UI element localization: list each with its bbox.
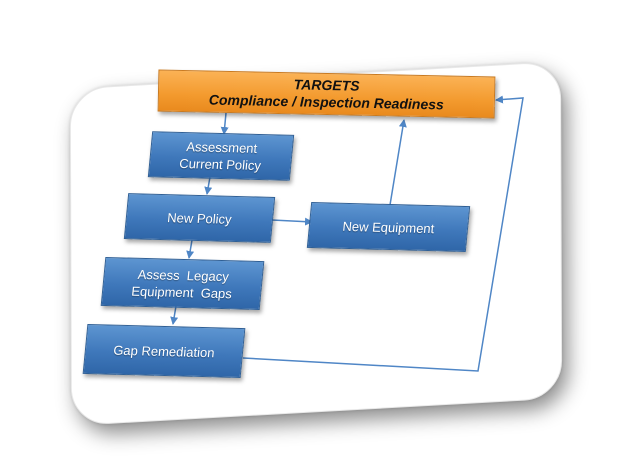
arrow-new-equipment-to-targets — [389, 119, 407, 206]
arrow-targets-to-assessment — [220, 112, 229, 135]
assess-legacy-line-2: Equipment Gaps — [130, 283, 233, 301]
gap-remediation-box: Gap Remediation — [82, 323, 246, 379]
new-equipment-label: New Equipment — [341, 218, 436, 236]
assessment-line-1: Assessment — [185, 139, 258, 156]
arrow-gap-remediation-loop-to-targets — [242, 95, 524, 372]
arrow-new-policy-to-assess-legacy — [186, 239, 195, 259]
gap-remediation-label: Gap Remediation — [112, 342, 216, 360]
new-policy-label: New Policy — [166, 209, 233, 227]
new-equipment-box: New Equipment — [306, 201, 471, 253]
arrow-assess-legacy-to-gap-remediation — [170, 305, 179, 325]
assessment-line-2: Current Policy — [178, 155, 262, 174]
new-policy-box: New Policy — [123, 193, 276, 243]
arrow-assessment-to-new-policy — [204, 176, 213, 195]
assess-legacy-equipment-gaps-box: Assess Legacy Equipment Gaps — [100, 256, 265, 311]
arrow-new-policy-to-new-equipment — [271, 217, 313, 226]
assessment-current-policy-box: Assessment Current Policy — [147, 131, 295, 181]
targets-box: TARGETS Compliance / Inspection Readines… — [157, 69, 496, 119]
